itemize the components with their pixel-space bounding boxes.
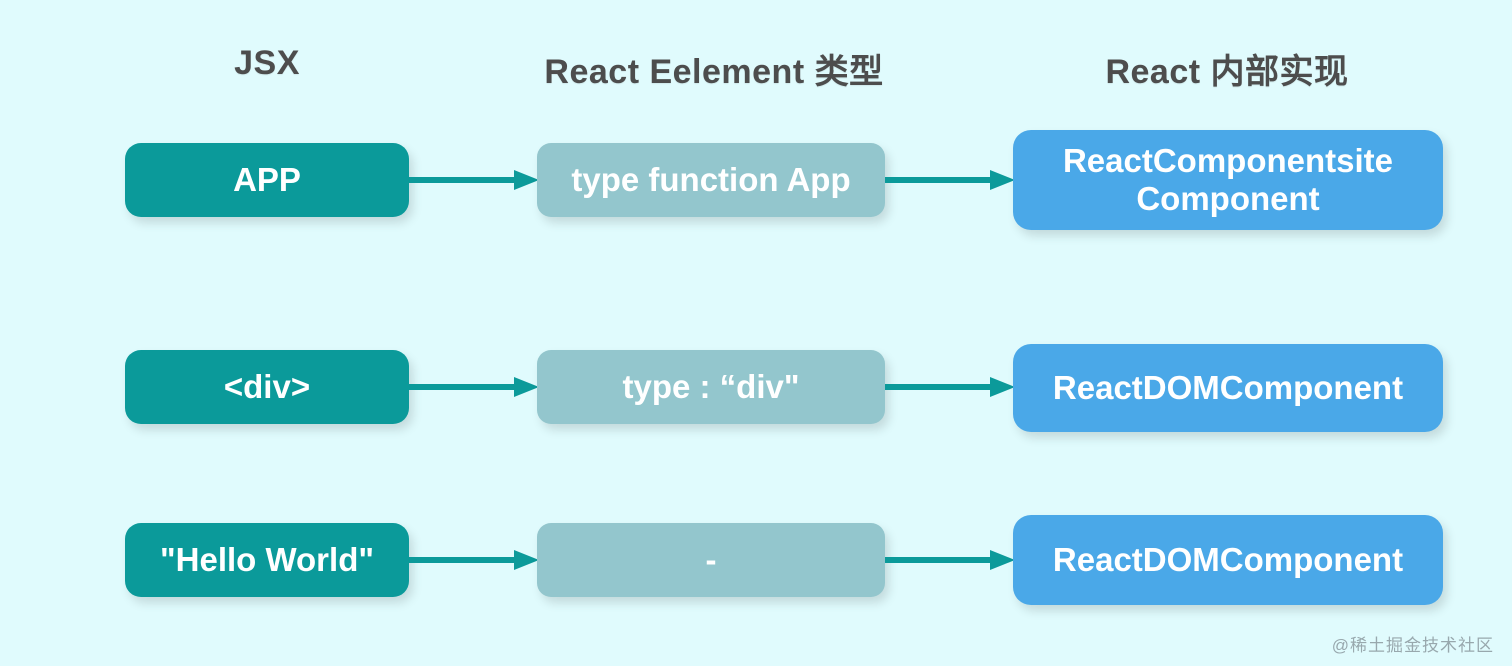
arrow-jsx-to-type-row-1 (409, 168, 539, 192)
internal-impl-box-row-1: ReactComponentsite Component (1013, 130, 1443, 230)
column-header-jsx: JSX (234, 44, 300, 82)
element-type-box-row-3: - (537, 523, 885, 597)
jsx-box-label: <div> (223, 368, 311, 406)
jsx-box-label: "Hello World" (159, 541, 375, 579)
column-header-element-type: React Eelement 类型 (544, 53, 884, 91)
internal-impl-line-2: Component (1136, 180, 1320, 217)
arrow-jsx-to-type-row-2 (409, 375, 539, 399)
arrow-type-to-impl-row-1 (885, 168, 1015, 192)
internal-impl-box-row-2: ReactDOMComponent (1013, 344, 1443, 432)
jsx-box-row-3: "Hello World" (125, 523, 409, 597)
element-type-box-row-2: type : “div" (537, 350, 885, 424)
arrow-type-to-impl-row-2 (885, 375, 1015, 399)
element-type-box-label: type function App (571, 161, 851, 199)
jsx-box-row-2: <div> (125, 350, 409, 424)
internal-impl-box-label: ReactComponentsite Component (1063, 142, 1393, 218)
column-header-internal-implementation: React 内部实现 (1105, 53, 1349, 91)
arrow-jsx-to-type-row-3 (409, 548, 539, 572)
internal-impl-box-label: ReactDOMComponent (1052, 369, 1404, 407)
element-type-box-row-1: type function App (537, 143, 885, 217)
arrow-type-to-impl-row-3 (885, 548, 1015, 572)
jsx-box-row-1: APP (125, 143, 409, 217)
jsx-box-label: APP (233, 161, 301, 199)
element-type-box-label: type : “div" (622, 368, 800, 406)
watermark-text: @稀土掘金技术社区 (1331, 636, 1494, 655)
element-type-box-label: - (705, 541, 717, 579)
internal-impl-box-row-3: ReactDOMComponent (1013, 515, 1443, 605)
internal-impl-line-1: ReactComponentsite (1062, 142, 1394, 180)
internal-impl-box-label: ReactDOMComponent (1052, 541, 1404, 579)
